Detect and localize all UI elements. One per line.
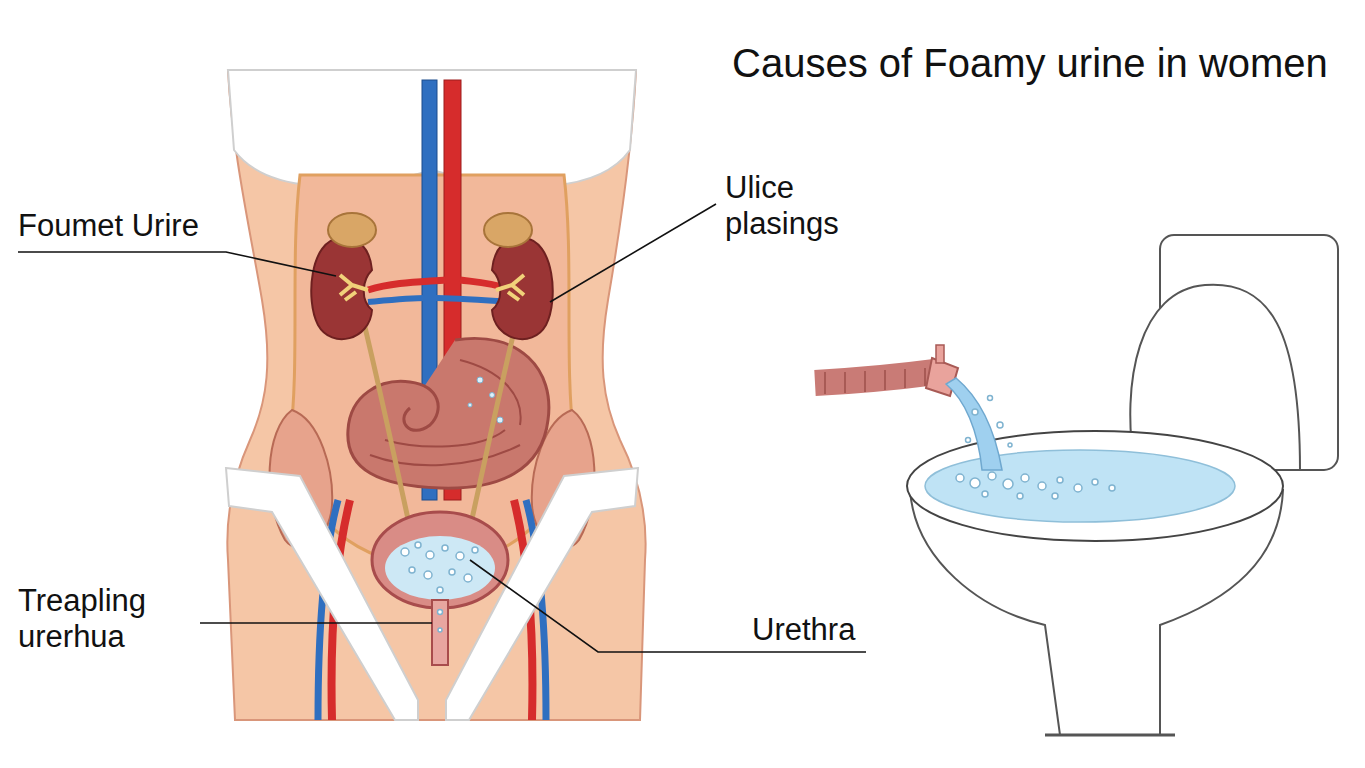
leader-line — [200, 622, 432, 624]
renal-artery — [368, 280, 446, 290]
foam-bubbles — [956, 396, 1115, 500]
diagram-title: Causes of Foamy urine in women — [732, 40, 1328, 86]
bubble — [477, 377, 483, 383]
underwear — [226, 468, 418, 720]
nozzle-tip — [936, 345, 944, 363]
kidney — [311, 238, 372, 339]
renal-pelvis — [340, 275, 368, 300]
part-label: Foumet Urire — [18, 208, 199, 244]
ureter — [362, 315, 410, 528]
bubble — [490, 393, 495, 398]
pipe-stripes — [825, 368, 925, 394]
bubbles — [401, 542, 478, 632]
water-stream — [946, 378, 1002, 470]
adrenal-gland — [328, 213, 376, 247]
part-label: Treapling urerhua — [18, 583, 203, 654]
bubble — [468, 403, 472, 407]
toilet-water — [925, 450, 1235, 522]
bubble — [497, 417, 503, 423]
part-label: Ulice plasings — [725, 170, 890, 241]
urine — [385, 536, 495, 600]
leader-line — [18, 252, 336, 276]
adrenal-gland — [484, 213, 532, 247]
toilet-rim — [907, 431, 1283, 541]
leader-line — [470, 560, 866, 652]
ureter — [470, 315, 518, 528]
renal-vein — [368, 298, 426, 302]
toilet-base — [1045, 734, 1175, 737]
leader-line — [550, 204, 716, 302]
part-label: Urethra — [752, 612, 855, 648]
kidney — [492, 238, 553, 339]
bladder — [372, 512, 508, 608]
urethra-tube — [432, 600, 448, 665]
renal-pelvis — [496, 275, 524, 300]
pipe — [815, 372, 935, 383]
intestines — [348, 338, 549, 488]
